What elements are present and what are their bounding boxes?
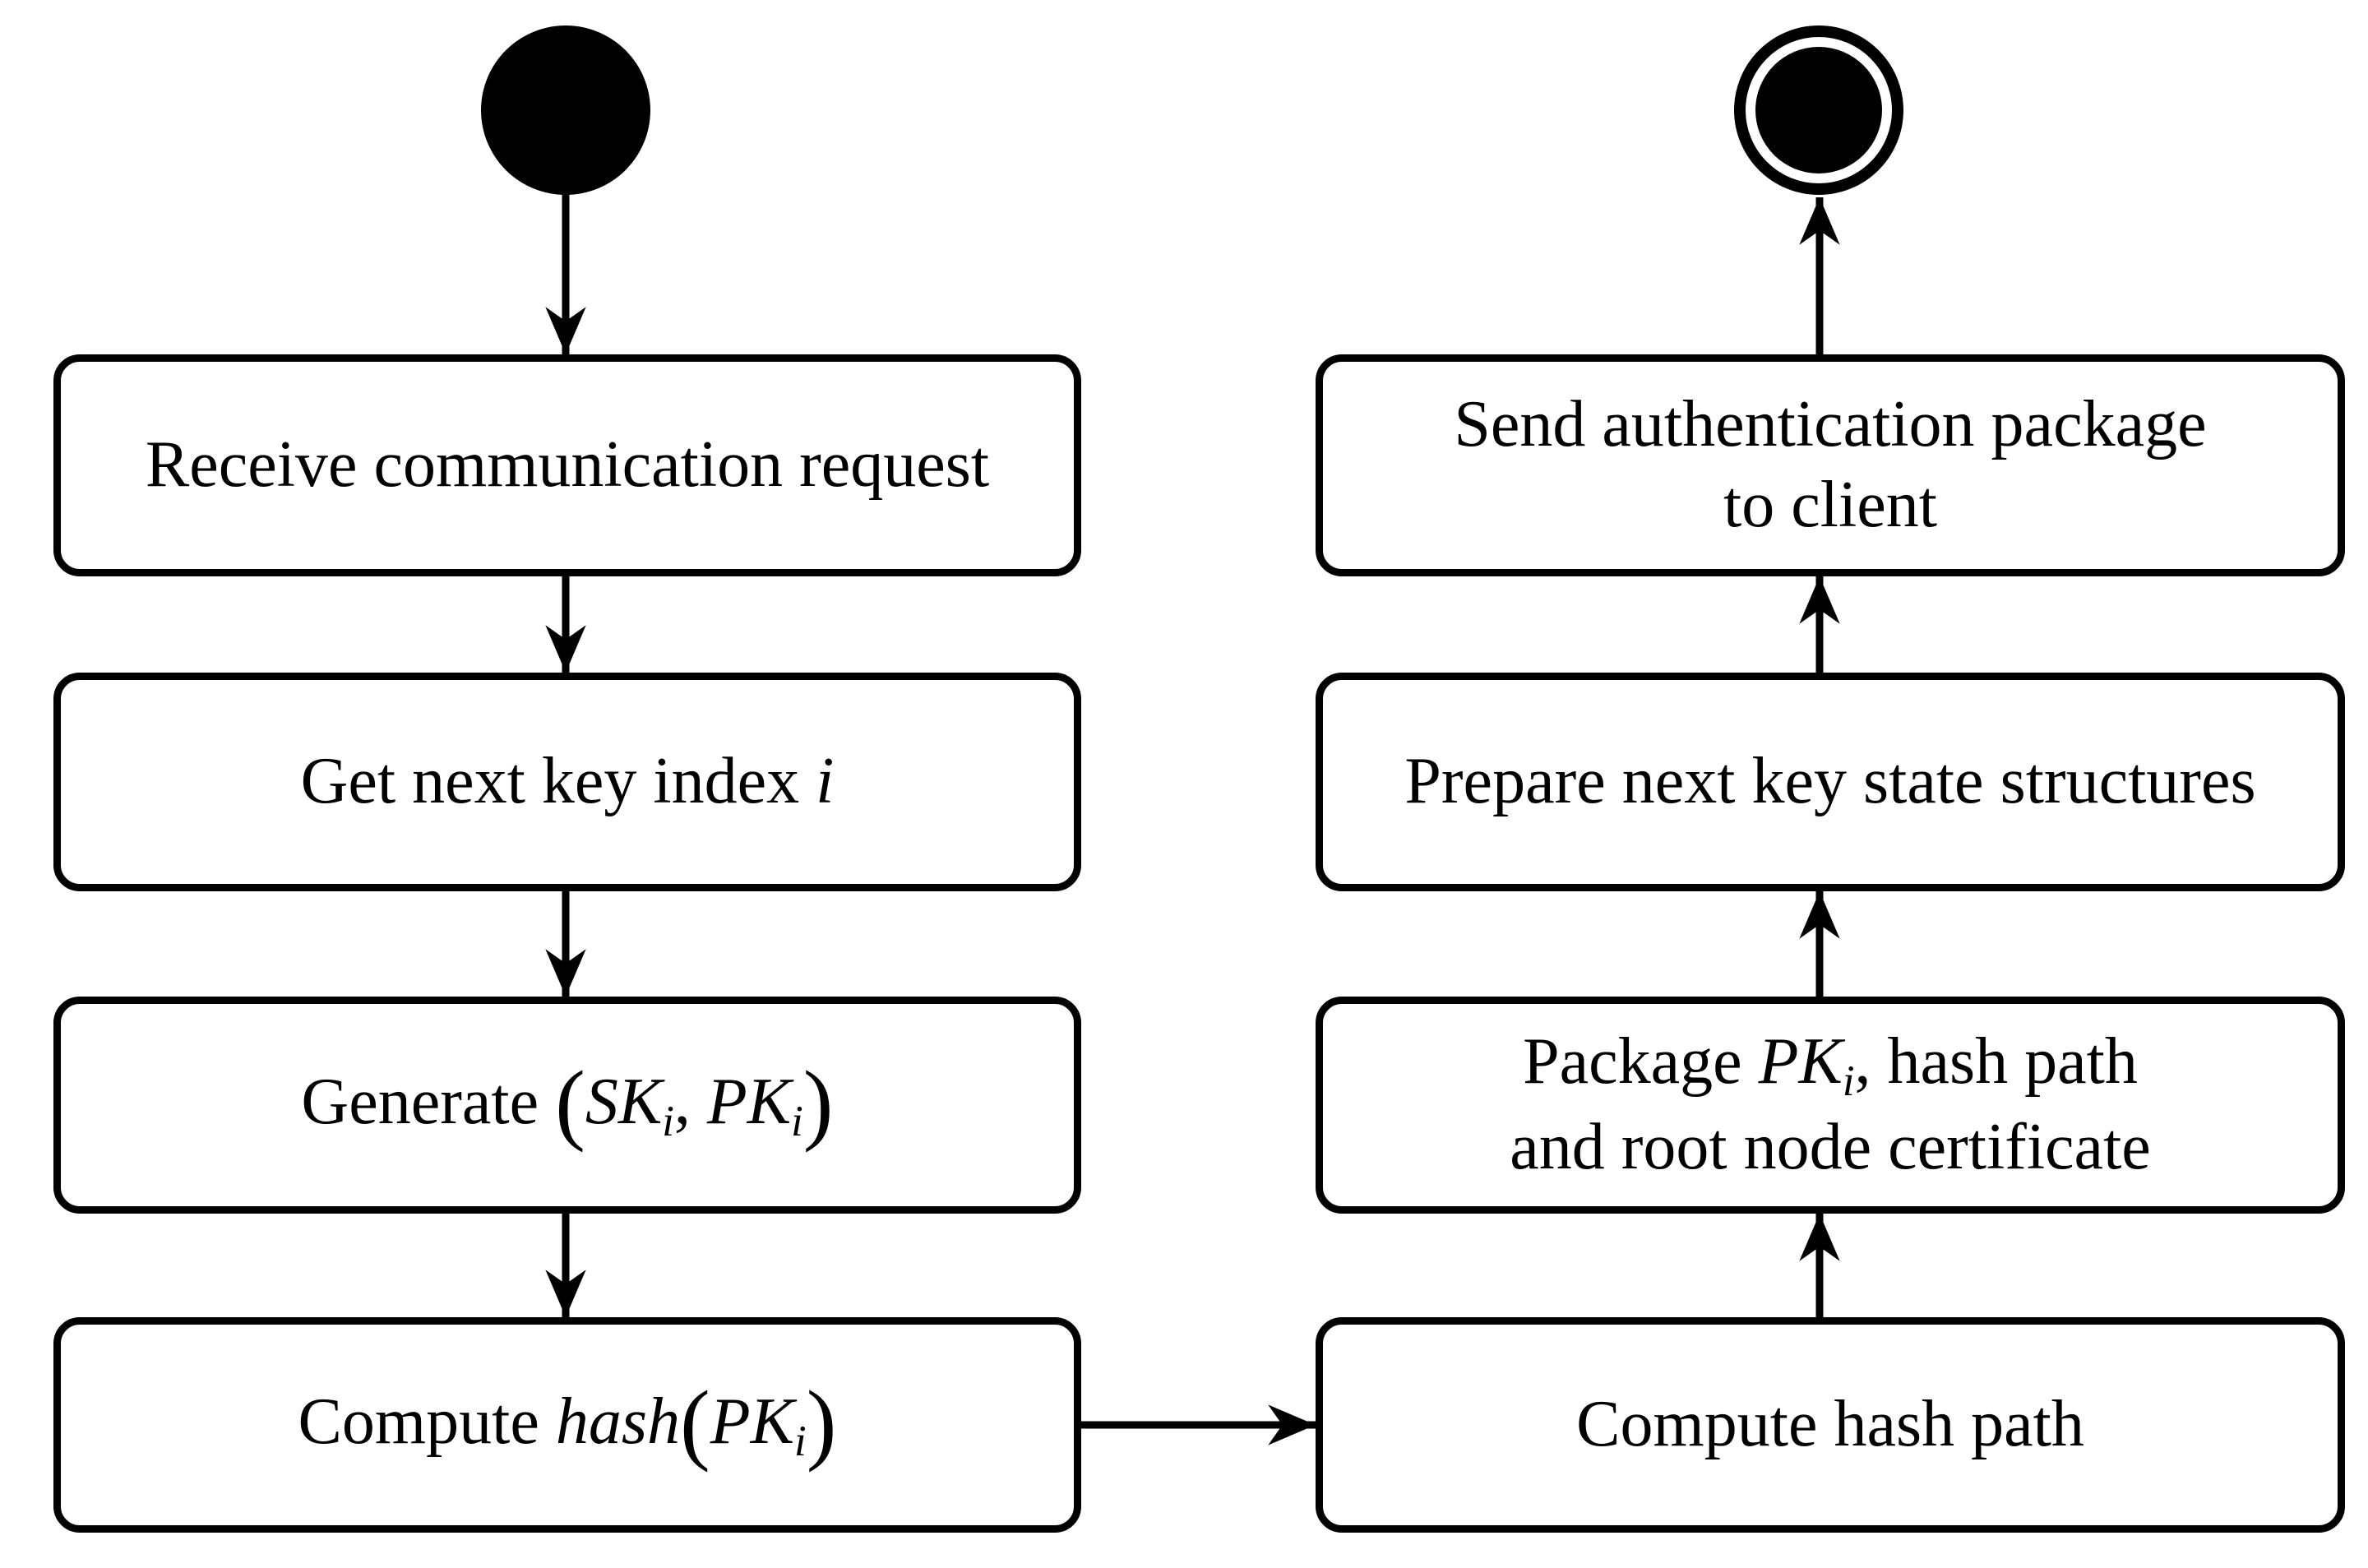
- label-var-sk: SK: [585, 1065, 663, 1138]
- label-text: Generate: [301, 1065, 556, 1138]
- label-text: Prepare next key state structures: [1404, 745, 2256, 818]
- activity-generate-keypair: Generate (SKi, PKi): [53, 997, 1081, 1214]
- label-subscript-i: i: [662, 1097, 674, 1145]
- label-text: Package: [1523, 1025, 1759, 1099]
- activity-prepare-next-key-state: Prepare next key state structures: [1316, 673, 2345, 891]
- label-fn-hash: hash: [555, 1385, 681, 1458]
- initial-node: [481, 25, 650, 195]
- label-var-pk: PK: [706, 1065, 792, 1138]
- label-subscript-i: i: [791, 1097, 803, 1145]
- label-close-paren: ): [802, 1052, 834, 1154]
- label-text: , hash path: [1854, 1025, 2138, 1099]
- final-node-inner-disc: [1755, 47, 1882, 173]
- label-open-paren: (: [680, 1372, 710, 1473]
- label-text: and root node certificate: [1510, 1111, 2151, 1184]
- activity-label: Generate (SKi, PKi): [301, 1057, 833, 1148]
- label-text: ,: [673, 1065, 707, 1138]
- activity-label: to client: [1723, 465, 1937, 546]
- activity-compute-hash-path: Compute hash path: [1316, 1317, 2345, 1533]
- label-text: Receive communication request: [145, 428, 990, 502]
- activity-receive-communication-request: Receive communication request: [53, 354, 1081, 576]
- label-text: Get next key index: [300, 745, 816, 818]
- final-node: [1734, 25, 1903, 195]
- activity-label: and root node certificate: [1510, 1108, 2151, 1188]
- activity-send-authentication-package: Send authentication package to client: [1316, 354, 2345, 576]
- label-var-i: i: [816, 745, 835, 818]
- label-subscript-i: i: [794, 1417, 807, 1465]
- label-subscript-i: i: [1842, 1057, 1855, 1105]
- label-open-paren: (: [555, 1052, 585, 1154]
- label-text: Compute hash path: [1576, 1388, 2084, 1461]
- activity-label: Get next key index i: [301, 742, 835, 822]
- activity-label: Package PKi, hash path: [1523, 1022, 2138, 1108]
- activity-package-pk-hash-path: Package PKi, hash path and root node cer…: [1316, 997, 2345, 1214]
- activity-label: Prepare next key state structures: [1404, 742, 2255, 822]
- label-text: to client: [1723, 469, 1937, 541]
- activity-label: Compute hash(PKi): [298, 1377, 837, 1468]
- activity-label: Receive communication request: [146, 425, 989, 506]
- label-var-pk: PK: [710, 1385, 795, 1458]
- activity-compute-hash-pk: Compute hash(PKi): [53, 1317, 1081, 1533]
- activity-label: Send authentication package: [1454, 385, 2206, 465]
- label-text: Compute: [298, 1385, 556, 1458]
- label-var-pk: PK: [1758, 1025, 1843, 1099]
- label-text: Send authentication package: [1454, 388, 2207, 461]
- activity-get-next-key-index: Get next key index i: [53, 673, 1081, 891]
- activity-label: Compute hash path: [1576, 1385, 2084, 1465]
- label-close-paren: ): [806, 1372, 837, 1473]
